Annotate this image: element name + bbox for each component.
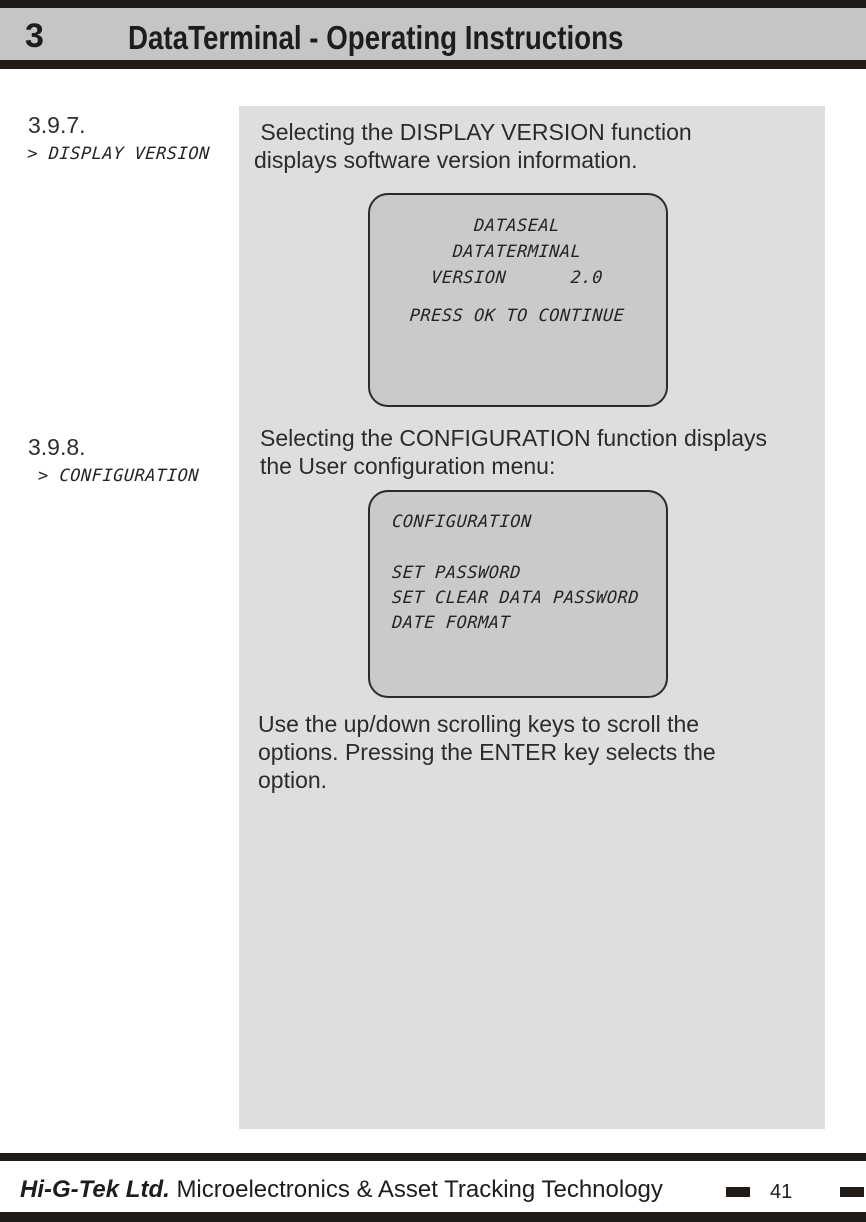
section-heading-3-9-8: 3.9.8. > CONFIGURATION [28, 434, 200, 486]
lcd-blank-line [391, 535, 666, 561]
lcd-line: VERSION 2.0 [430, 268, 604, 288]
section-number: 3.9.7. [28, 112, 86, 138]
chapter-number: 3 [25, 17, 44, 55]
header-band: 3 DataTerminal - Operating Instructions [0, 8, 866, 60]
section-menu-label: > DISPLAY VERSION [26, 144, 211, 164]
footer-text: Hi-G-Tek Ltd. Microelectronics & Asset T… [20, 1176, 663, 1204]
lcd-line: SET CLEAR DATA PASSWORD [391, 588, 640, 608]
lcd-line: PRESS OK TO CONTINUE [409, 306, 626, 326]
lcd-line: SET PASSWORD [391, 563, 522, 583]
lcd-line: DATASEAL [473, 216, 561, 236]
footer-square-marker [726, 1187, 750, 1197]
footer-square-marker [840, 1187, 864, 1197]
top-black-bar [0, 0, 866, 8]
section-heading-3-9-7: 3.9.7. > DISPLAY VERSION [26, 112, 211, 164]
lcd-line: CONFIGURATION [391, 512, 533, 532]
lcd-screen-configuration: CONFIGURATION SET PASSWORD SET CLEAR DAT… [368, 490, 668, 698]
lcd-line: DATATERMINAL [451, 242, 583, 262]
lcd-line: DATE FORMAT [391, 613, 511, 633]
paragraph-configuration: Selecting the CONFIGURATION function dis… [260, 425, 768, 479]
page-number: 41 [770, 1181, 793, 1203]
footer-top-bar [0, 1153, 866, 1161]
footer-company-name: Hi-G-Tek Ltd. [20, 1176, 170, 1203]
lcd-screen-version: DATASEAL DATATERMINAL VERSION 2.0 PRESS … [368, 193, 668, 407]
section-number: 3.9.8. [28, 434, 86, 460]
page-title: DataTerminal - Operating Instructions [128, 19, 624, 56]
paragraph-scrolling-note: Use the up/down scrolling keys to scroll… [258, 711, 716, 793]
header-bottom-bar [0, 60, 866, 69]
section-menu-label: > CONFIGURATION [26, 466, 200, 486]
paragraph-display-version: Selecting the DISPLAY VERSION function d… [254, 119, 692, 173]
bottom-black-bar [0, 1212, 866, 1222]
footer-tagline: Microelectronics & Asset Tracking Techno… [176, 1176, 663, 1203]
lcd-blank-line [369, 291, 666, 303]
